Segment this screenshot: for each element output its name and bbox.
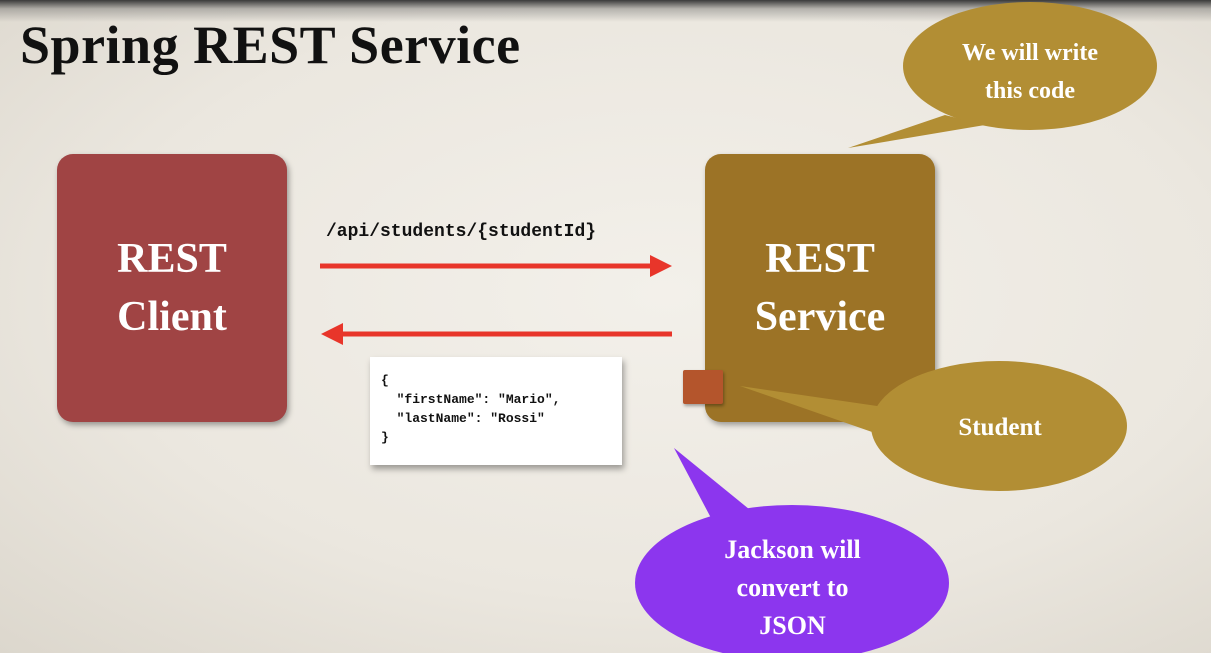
service-label-line1: REST [765,236,875,282]
json-line: { [381,373,389,388]
response-arrow [321,323,672,345]
request-arrow [320,255,672,277]
client-label-line1: REST [117,236,227,282]
student-text: Student [900,412,1100,444]
jackson-text: Jackson will convert to JSON [680,531,905,645]
json-line: "lastName": "Rossi" [381,411,545,426]
json-line: } [381,430,389,445]
client-label-line2: Client [117,294,227,340]
jackson-line2: convert to [736,573,849,602]
student-callout [740,361,1127,491]
json-line: "firstName": "Mario", [381,392,561,407]
jackson-callout [635,448,949,653]
service-label-line2: Service [754,294,886,340]
student-object-icon [683,370,723,404]
request-url-label: /api/students/{studentId} [326,222,597,242]
write-code-text: We will write this code [930,34,1130,110]
slide-title: Spring REST Service [20,15,521,75]
write-code-line2: this code [985,78,1075,104]
json-response-text: { "firstName": "Mario", "lastName": "Ros… [381,371,560,447]
jackson-line1: Jackson will [724,535,861,564]
rest-client-box: REST Client [57,154,287,422]
write-code-line1: We will write [962,40,1098,66]
student-label: Student [958,414,1042,441]
json-response-card: { "firstName": "Mario", "lastName": "Ros… [370,357,622,465]
rest-service-box: REST Service [705,154,935,422]
jackson-line3: JSON [759,611,826,640]
write-code-callout [848,2,1157,148]
top-shadow [0,0,1211,22]
